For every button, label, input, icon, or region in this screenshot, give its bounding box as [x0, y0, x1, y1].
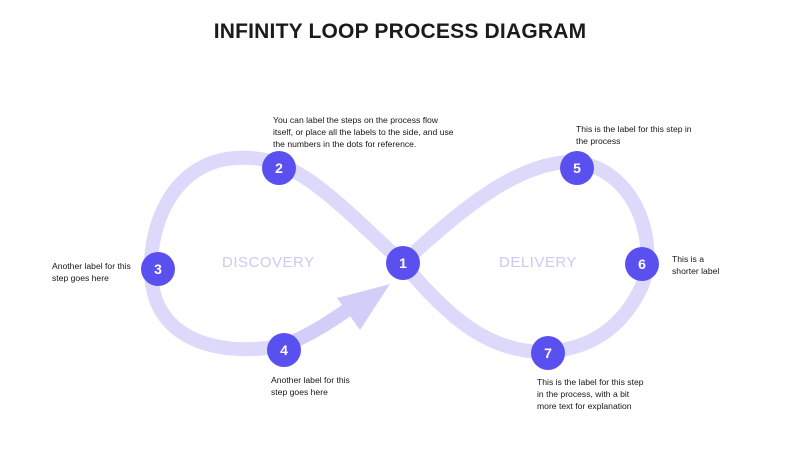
step-3-label: Another label for this step goes here [52, 261, 131, 283]
loop-path-right [396, 154, 655, 360]
step-6-node[interactable]: 6 [625, 247, 659, 281]
page-title: INFINITY LOOP PROCESS DIAGRAM [213, 20, 587, 43]
step-6-label: This is a shorter label [672, 254, 720, 276]
step-3-node[interactable]: 3 [141, 252, 175, 286]
loop-path-left [144, 150, 410, 357]
step-7-node[interactable]: 7 [531, 336, 565, 370]
step-2-node[interactable]: 2 [262, 151, 296, 185]
step-5-node[interactable]: 5 [560, 151, 594, 185]
step-1-node[interactable]: 1 [386, 246, 420, 280]
step-4-label: Another label for this step goes here [271, 375, 350, 397]
step-4-node[interactable]: 4 [267, 333, 301, 367]
step-2-label: You can label the steps on the process f… [273, 115, 454, 149]
step-5-label: This is the label for this step in the p… [576, 124, 692, 146]
flow-arrow-head [337, 284, 390, 330]
step-7-label: This is the label for this step in the p… [537, 377, 644, 411]
phase-label-discovery: DISCOVERY [222, 254, 315, 271]
phase-label-delivery: DELIVERY [499, 254, 577, 271]
